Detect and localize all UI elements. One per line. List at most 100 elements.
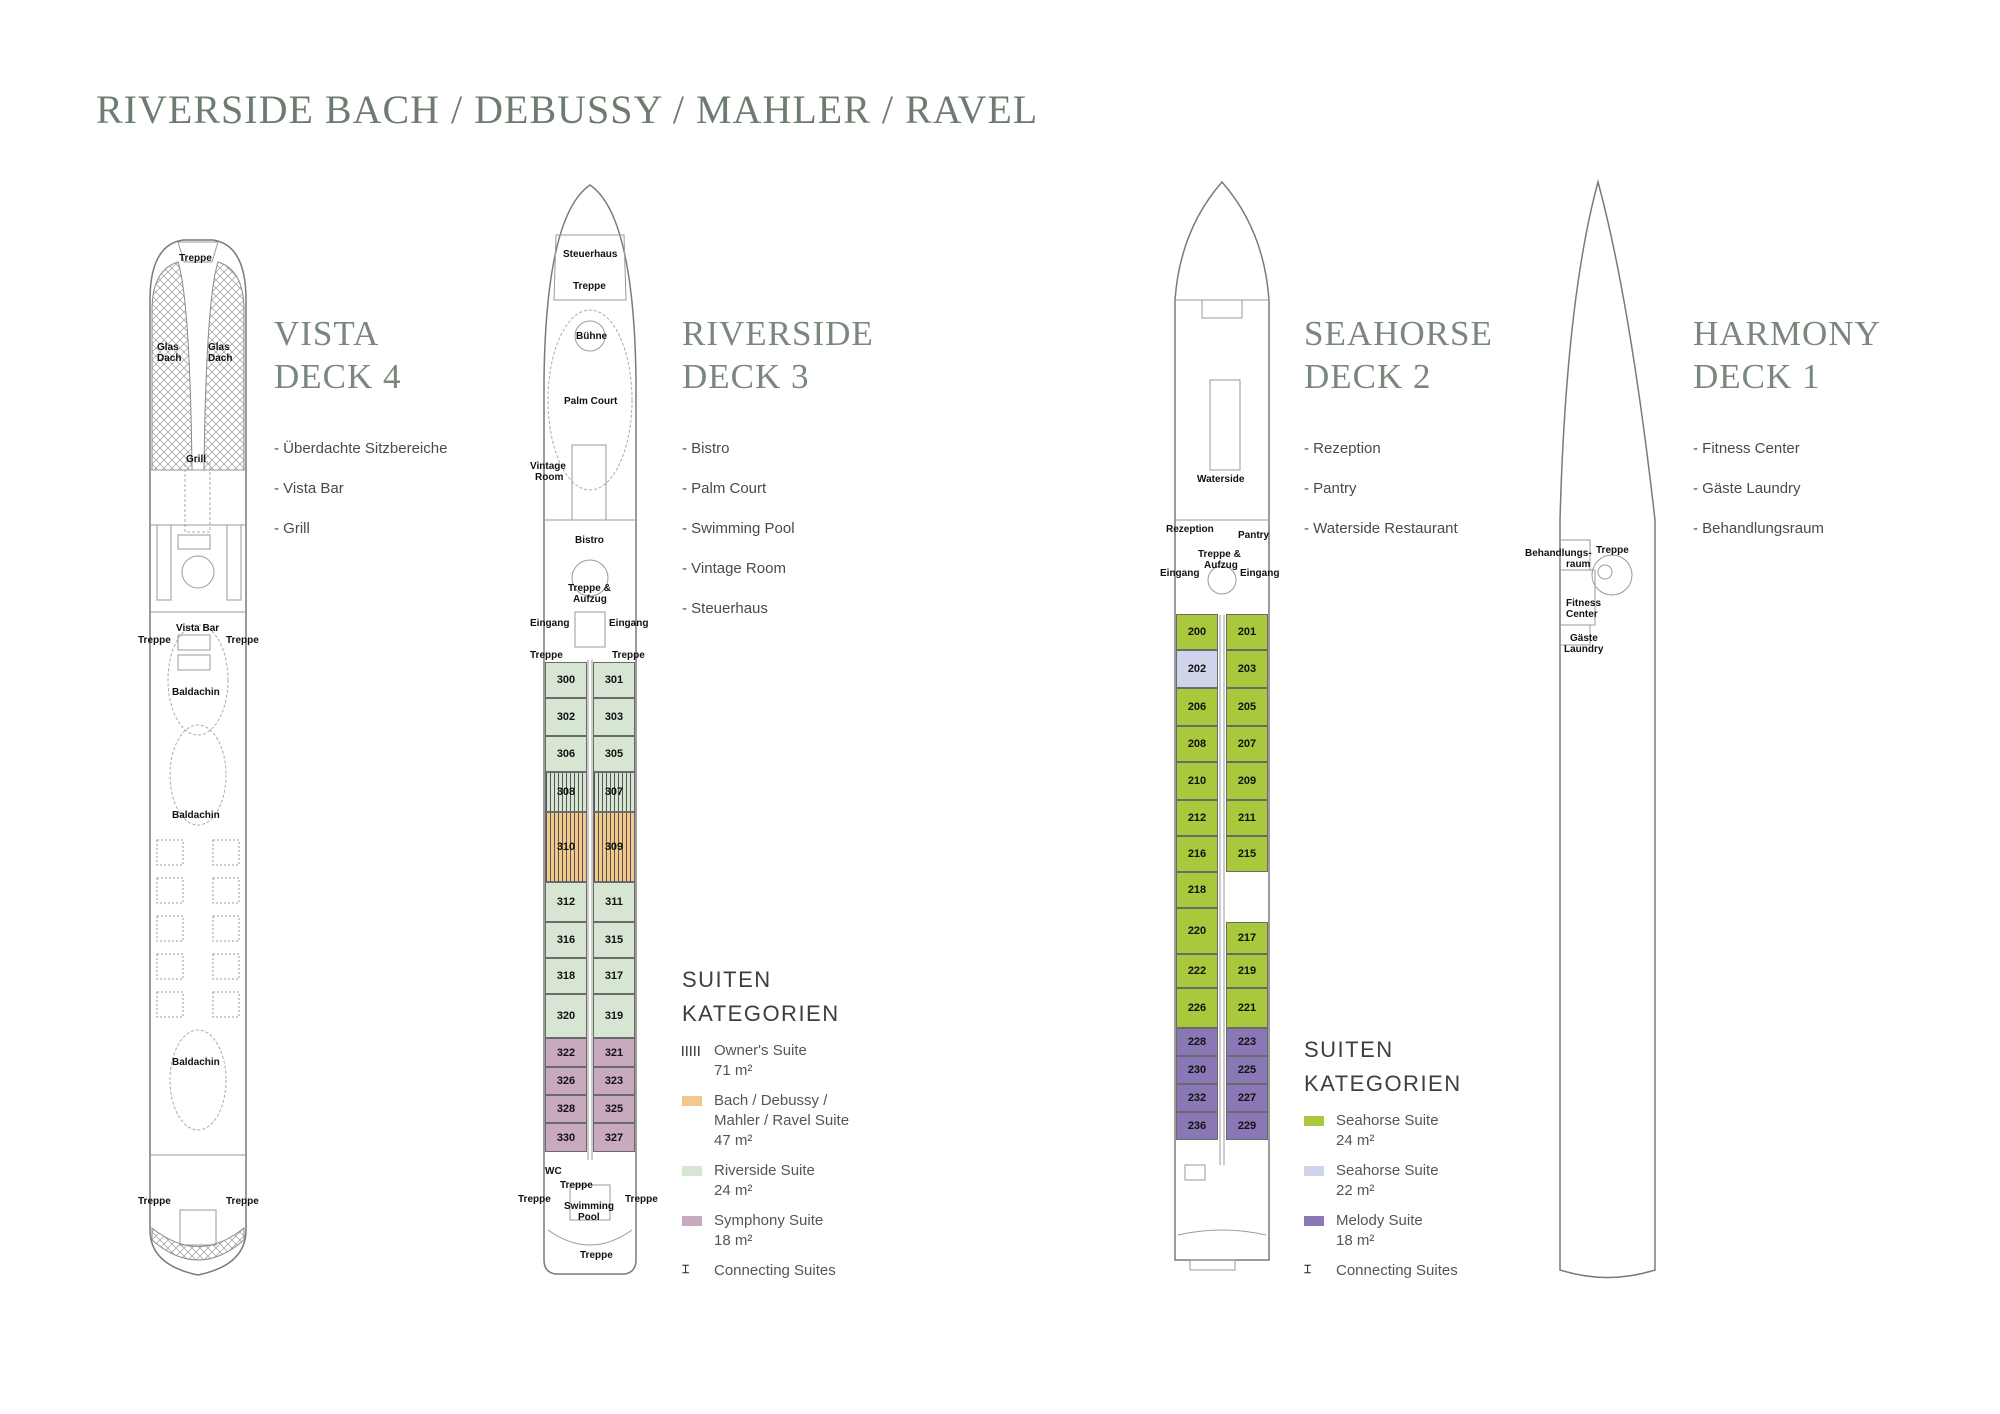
feature-item: - Steuerhaus xyxy=(682,600,768,617)
cabin-301[interactable]: 301 xyxy=(593,662,635,698)
cabin-322[interactable]: 322 xyxy=(545,1038,587,1067)
cabin-323[interactable]: 323 xyxy=(593,1067,635,1095)
deck2-heading: SEAHORSE DECK 2 xyxy=(1304,312,1493,398)
cabin-229[interactable]: 229 xyxy=(1226,1112,1268,1140)
page-title: RIVERSIDE BACH / DEBUSSY / MAHLER / RAVE… xyxy=(96,87,1039,132)
deck3-label-treppe-aufzug-1: Treppe & xyxy=(568,583,611,594)
deck3-label-treppe-aft-left: Treppe xyxy=(518,1194,551,1205)
cabin-318[interactable]: 318 xyxy=(545,958,587,994)
color-swatch-icon xyxy=(1304,1166,1324,1176)
deck1-label-laundry-1: Gäste xyxy=(1570,633,1598,644)
cabin-212[interactable]: 212 xyxy=(1176,800,1218,836)
deck3-label-treppe-stern: Treppe xyxy=(580,1250,613,1261)
cabin-200[interactable]: 200 xyxy=(1176,614,1218,650)
deck3-label-treppe-left: Treppe xyxy=(530,650,563,661)
legend-label: Seahorse Suite xyxy=(1336,1112,1439,1129)
cabin-201[interactable]: 201 xyxy=(1226,614,1268,650)
deck3-label-treppe-right: Treppe xyxy=(612,650,645,661)
legend-size: 24 m² xyxy=(1336,1132,1375,1149)
cabin-306[interactable]: 306 xyxy=(545,736,587,772)
cabin-221[interactable]: 221 xyxy=(1226,988,1268,1028)
deck1-title-line2: DECK 1 xyxy=(1693,357,1821,396)
deck3-label-pool-2: Pool xyxy=(578,1212,600,1223)
legend-size: 22 m² xyxy=(1336,1182,1375,1199)
cabin-211[interactable]: 211 xyxy=(1226,800,1268,836)
deck4-label-grill: Grill xyxy=(186,454,207,465)
cabin-232[interactable]: 232 xyxy=(1176,1084,1218,1112)
cabin-217[interactable]: 217 xyxy=(1226,922,1268,954)
cabin-303[interactable]: 303 xyxy=(593,698,635,736)
color-swatch-icon xyxy=(682,1216,702,1226)
cabin-305[interactable]: 305 xyxy=(593,736,635,772)
cabin-207[interactable]: 207 xyxy=(1226,726,1268,762)
cabin-328[interactable]: 328 xyxy=(545,1095,587,1123)
cabin-326[interactable]: 326 xyxy=(545,1067,587,1095)
legend-size: 18 m² xyxy=(1336,1232,1375,1249)
deck3-title-line2: DECK 3 xyxy=(682,357,810,396)
cabin-310[interactable]: 310 xyxy=(545,812,587,882)
legend-item-connecting: ⌶ Connecting Suites xyxy=(1304,1261,1462,1281)
deck1-label-behandlung-2: raum xyxy=(1566,559,1591,570)
cabin-315[interactable]: 315 xyxy=(593,922,635,958)
deck4-label-dach-left: Dach xyxy=(157,353,182,364)
deck4-label-baldachin-2: Baldachin xyxy=(172,810,220,821)
feature-item: - Palm Court xyxy=(682,480,767,497)
cabin-327[interactable]: 327 xyxy=(593,1123,635,1152)
legend-title-1: SUITEN xyxy=(1304,1037,1394,1062)
cabin-222[interactable]: 222 xyxy=(1176,954,1218,988)
feature-item: - Vintage Room xyxy=(682,560,786,577)
cabin-226[interactable]: 226 xyxy=(1176,988,1218,1028)
deck4-label-baldachin-3: Baldachin xyxy=(172,1057,220,1068)
cabin-227[interactable]: 227 xyxy=(1226,1084,1268,1112)
deck3-label-palm-court: Palm Court xyxy=(564,396,618,407)
cabin-203[interactable]: 203 xyxy=(1226,650,1268,688)
cabin-309[interactable]: 309 xyxy=(593,812,635,882)
cabin-307[interactable]: 307 xyxy=(593,772,635,812)
cabin-236[interactable]: 236 xyxy=(1176,1112,1218,1140)
cabin-206[interactable]: 206 xyxy=(1176,688,1218,726)
cabin-302[interactable]: 302 xyxy=(545,698,587,736)
feature-item: - Vista Bar xyxy=(274,480,344,497)
deck1-title-line1: HARMONY xyxy=(1693,314,1881,353)
cabin-320[interactable]: 320 xyxy=(545,994,587,1038)
cabin-216[interactable]: 216 xyxy=(1176,836,1218,872)
cabin-300[interactable]: 300 xyxy=(545,662,587,698)
deck2-label-eingang-right: Eingang xyxy=(1240,568,1280,579)
cabin-308[interactable]: 308 xyxy=(545,772,587,812)
cabin-319[interactable]: 319 xyxy=(593,994,635,1038)
cabin-210[interactable]: 210 xyxy=(1176,762,1218,800)
cabin-223[interactable]: 223 xyxy=(1226,1028,1268,1056)
cabin-325[interactable]: 325 xyxy=(593,1095,635,1123)
cabin-228[interactable]: 228 xyxy=(1176,1028,1218,1056)
deck3-label-vintage: Vintage xyxy=(530,461,566,472)
cabin-316[interactable]: 316 xyxy=(545,922,587,958)
cabin-218[interactable]: 218 xyxy=(1176,872,1218,908)
deck4-label-treppe-bow: Treppe xyxy=(179,253,212,264)
cabin-311[interactable]: 311 xyxy=(593,882,635,922)
cabin-202[interactable]: 202 xyxy=(1176,650,1218,688)
cabin-205[interactable]: 205 xyxy=(1226,688,1268,726)
cabin-215[interactable]: 215 xyxy=(1226,836,1268,872)
cabin-317[interactable]: 317 xyxy=(593,958,635,994)
deck2-label-rezeption: Rezeption xyxy=(1166,524,1214,535)
cabin-208[interactable]: 208 xyxy=(1176,726,1218,762)
legend-size: 47 m² xyxy=(714,1132,753,1149)
deck4-label-treppe-right: Treppe xyxy=(226,635,259,646)
cabin-230[interactable]: 230 xyxy=(1176,1056,1218,1084)
deck4-label-vista-bar: Vista Bar xyxy=(176,623,220,634)
cabin-312[interactable]: 312 xyxy=(545,882,587,922)
cabin-225[interactable]: 225 xyxy=(1226,1056,1268,1084)
cabin-321[interactable]: 321 xyxy=(593,1038,635,1067)
deck3-label-eingang-left: Eingang xyxy=(530,618,570,629)
deck1-label-fitness-1: Fitness xyxy=(1566,598,1602,609)
deck3-feature-list: - Bistro - Palm Court - Swimming Pool - … xyxy=(682,440,795,640)
feature-item: - Pantry xyxy=(1304,480,1357,497)
cabin-209[interactable]: 209 xyxy=(1226,762,1268,800)
cabin-330[interactable]: 330 xyxy=(545,1123,587,1152)
cabin-219[interactable]: 219 xyxy=(1226,954,1268,988)
deck4-label-glas-right: Glas xyxy=(208,342,230,353)
cabin-220[interactable]: 220 xyxy=(1176,908,1218,954)
